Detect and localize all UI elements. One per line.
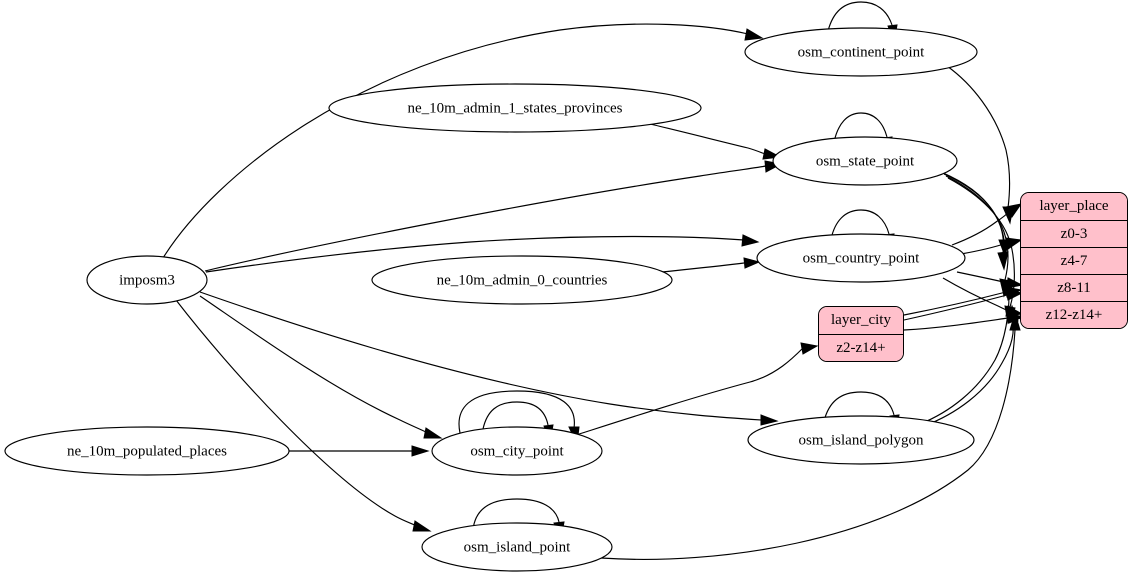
record-row-layer-place-title: layer_place xyxy=(1021,193,1127,220)
edge-ne-populated-to-osm-city-point xyxy=(289,445,430,457)
node-label-ne-countries: ne_10m_admin_0_countries xyxy=(437,272,608,288)
node-osm-city-point[interactable]: osm_city_point xyxy=(431,426,603,476)
edge-ne-states-to-osm-state-point xyxy=(649,123,782,160)
node-label-ne-populated: ne_10m_populated_places xyxy=(67,443,227,459)
edge-osm-country-point-to-layer-place-z8-11 xyxy=(956,271,1024,289)
edge-osm-state-point-to-layer-place-z0-3 xyxy=(940,171,1010,258)
edge-imposm3-to-osm-city-point xyxy=(199,295,443,439)
node-ne-10m-populated-places[interactable]: ne_10m_populated_places xyxy=(4,426,290,476)
edge-ne-countries-to-osm-country-point xyxy=(661,257,761,273)
edge-osm-island-polygon-to-layer-place-z12-z14 xyxy=(923,304,1019,427)
node-label-ne-states: ne_10m_admin_1_states_provinces xyxy=(408,100,623,116)
edge-osm-island-polygon-to-layer-place-z8-11 xyxy=(919,277,1015,425)
node-label-osm-country-point: osm_country_point xyxy=(803,250,920,266)
edge-layer xyxy=(162,1,1025,560)
node-label-osm-continent-point: osm_continent_point xyxy=(798,44,925,60)
node-label-osm-island-polygon: osm_island_polygon xyxy=(798,432,924,448)
node-osm-continent-point[interactable]: osm_continent_point xyxy=(744,27,978,77)
edge-osm-country-point-to-layer-place-z0-3 xyxy=(951,203,1023,246)
record-row-layer-city-z2-z14[interactable]: z2-z14+ xyxy=(819,334,903,361)
node-osm-country-point[interactable]: osm_country_point xyxy=(756,233,966,283)
node-ne-10m-admin-0-countries[interactable]: ne_10m_admin_0_countries xyxy=(371,255,673,305)
node-label-osm-state-point: osm_state_point xyxy=(816,153,915,169)
edge-imposm3-to-osm-island-point xyxy=(175,299,432,532)
node-osm-island-polygon[interactable]: osm_island_polygon xyxy=(747,415,975,465)
node-osm-state-point[interactable]: osm_state_point xyxy=(772,136,958,186)
record-row-layer-place-z4-7[interactable]: z4-7 xyxy=(1021,247,1127,274)
node-osm-island-point[interactable]: osm_island_point xyxy=(421,522,613,572)
node-imposm3[interactable]: imposm3 xyxy=(86,255,208,305)
record-row-layer-place-z12-z14[interactable]: z12-z14+ xyxy=(1021,301,1127,328)
record-node-layer-city[interactable]: layer_city z2-z14+ xyxy=(818,306,904,362)
record-row-layer-place-z0-3[interactable]: z0-3 xyxy=(1021,220,1127,247)
edge-osm-island-point-to-layer-place-z12-z14 xyxy=(600,311,1021,560)
edge-imposm3-to-osm-state-point xyxy=(204,160,783,272)
record-row-layer-place-z8-11[interactable]: z8-11 xyxy=(1021,274,1127,301)
record-row-layer-city-title: layer_city xyxy=(819,307,903,334)
node-layer: imposm3 ne_10m_admin_1_states_provinces … xyxy=(4,27,978,572)
edge-imposm3-to-osm-island-polygon xyxy=(199,291,779,426)
edge-imposm3-to-osm-country-point xyxy=(205,234,760,273)
node-ne-10m-admin-1-states-provinces[interactable]: ne_10m_admin_1_states_provinces xyxy=(328,83,702,133)
edge-osm-city-point-to-layer-city xyxy=(569,342,819,438)
node-label-osm-island-point: osm_island_point xyxy=(464,539,572,555)
edge-osm-country-point-to-layer-place-z4-7 xyxy=(960,237,1023,255)
node-label-imposm3: imposm3 xyxy=(119,272,175,288)
record-node-layer-place[interactable]: layer_place z0-3 z4-7 z8-11 z12-z14+ xyxy=(1020,192,1128,329)
edge-imposm3-to-osm-continent-point xyxy=(162,23,764,259)
node-label-osm-city-point: osm_city_point xyxy=(470,443,564,459)
